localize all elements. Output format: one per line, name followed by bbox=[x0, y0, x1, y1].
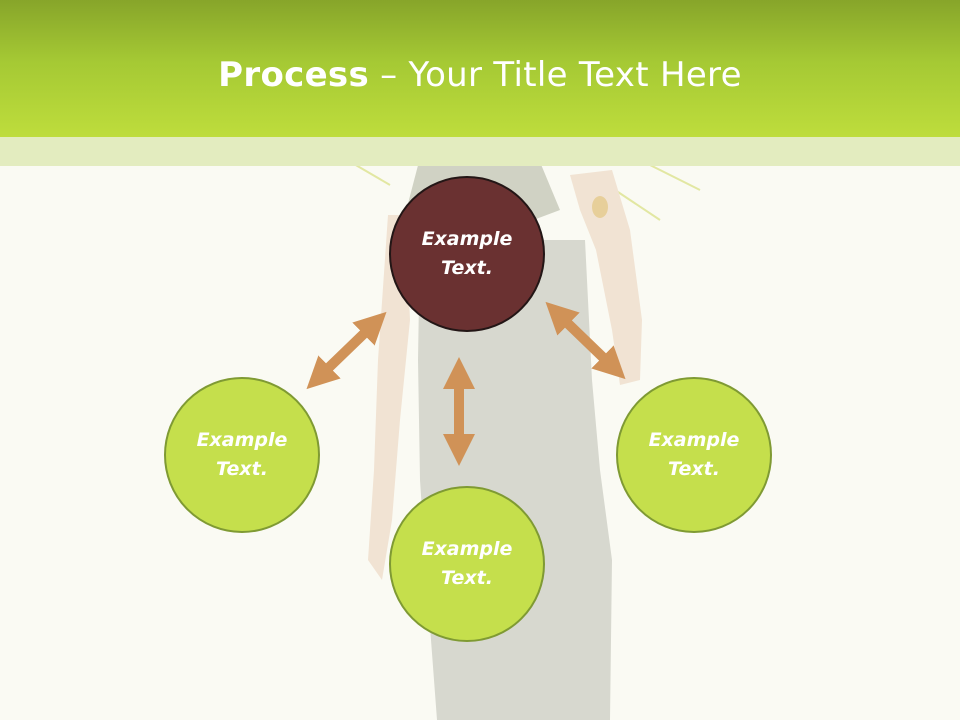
node-right-label: Example Text. bbox=[648, 429, 740, 480]
arrow-top-left bbox=[306, 311, 387, 390]
slide-title: Process – Your Title Text Here bbox=[0, 50, 960, 100]
title-bold: Process bbox=[218, 55, 370, 95]
title-rest: – Your Title Text Here bbox=[369, 55, 742, 95]
node-right: Example Text. bbox=[616, 377, 772, 533]
node-left-label: Example Text. bbox=[196, 429, 288, 480]
header-bar bbox=[0, 0, 960, 137]
header-band bbox=[0, 137, 960, 166]
arrow-top-right bbox=[545, 301, 626, 380]
node-top: Example Text. bbox=[389, 176, 545, 332]
node-left: Example Text. bbox=[164, 377, 320, 533]
node-bottom: Example Text. bbox=[389, 486, 545, 642]
node-bottom-label: Example Text. bbox=[421, 538, 513, 589]
node-top-label: Example Text. bbox=[421, 228, 513, 279]
